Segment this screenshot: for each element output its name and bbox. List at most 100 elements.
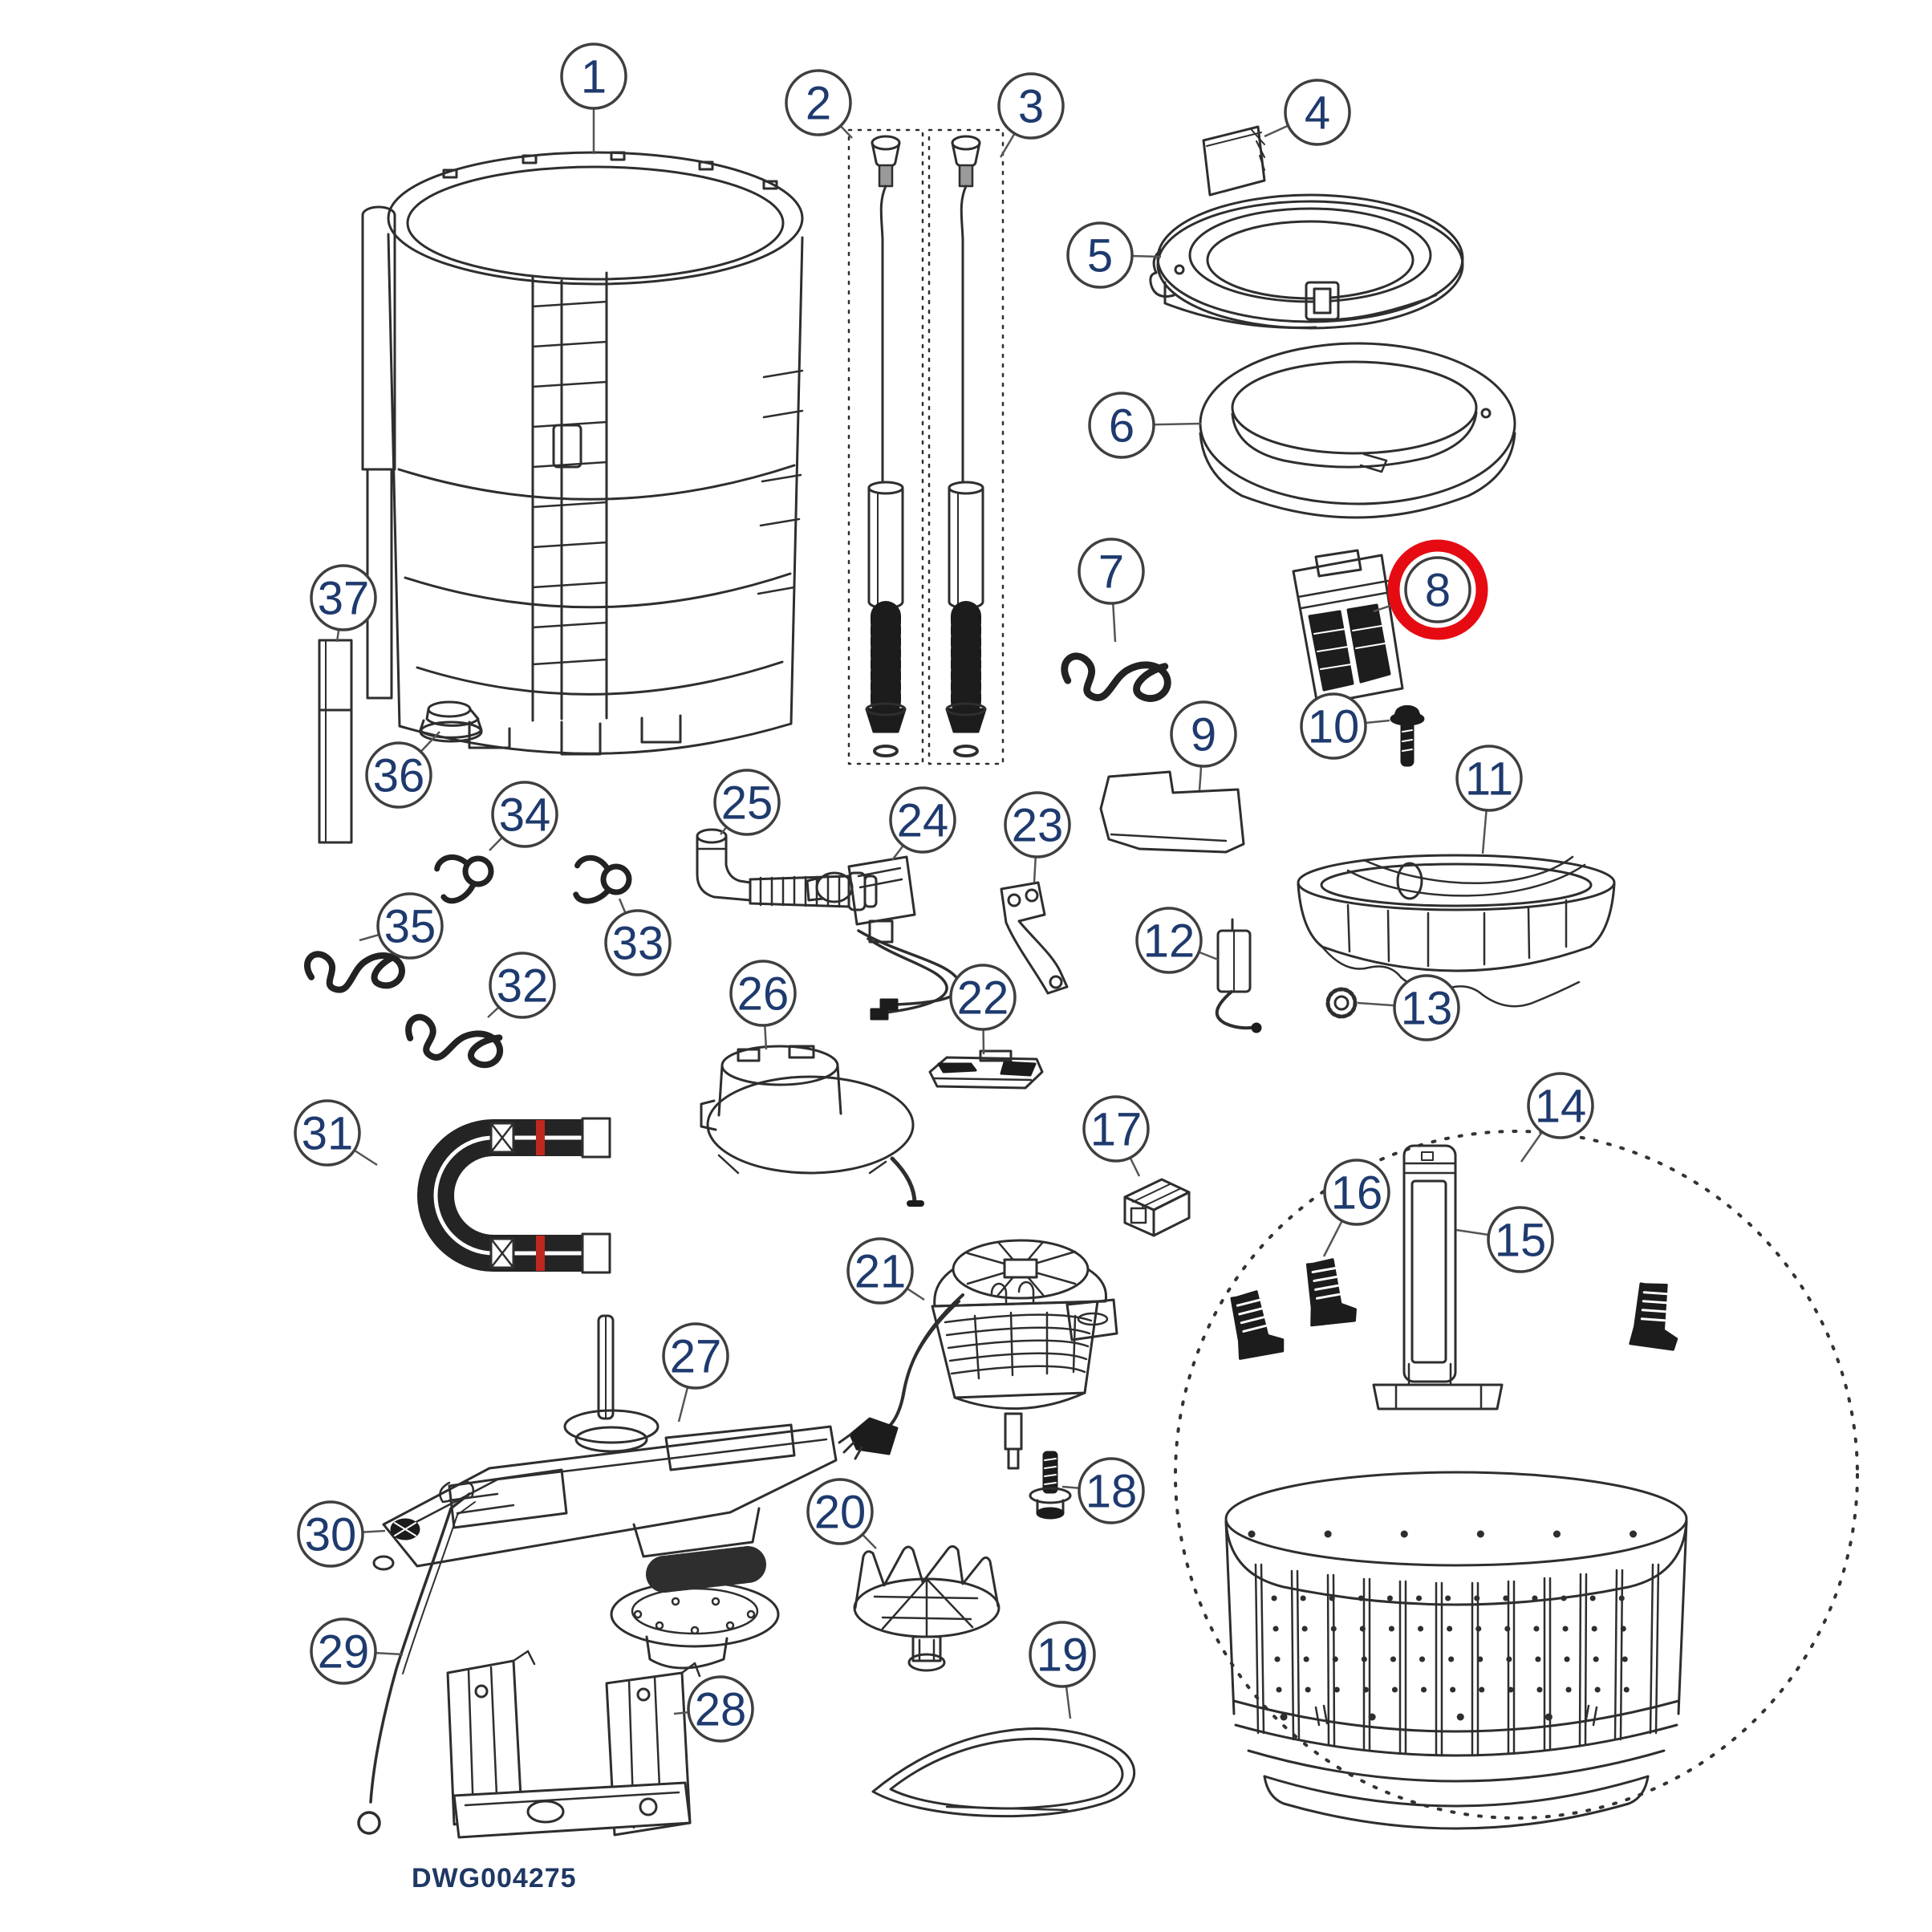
callout-11: 11 [1455, 745, 1523, 854]
callout-16: 16 [1322, 1159, 1390, 1257]
callout-37: 37 [310, 564, 377, 643]
callout-17: 17 [1082, 1095, 1150, 1177]
svg-text:35: 35 [384, 901, 436, 953]
svg-text:21: 21 [854, 1246, 907, 1298]
callout-24: 24 [889, 786, 956, 861]
part-35-wire-clip [306, 946, 404, 994]
callout-30: 30 [297, 1500, 386, 1568]
part-20-cooling-fan [853, 1544, 1000, 1672]
svg-text:12: 12 [1143, 915, 1195, 968]
part-15-drive-block [1372, 1144, 1504, 1410]
callout-28: 28 [673, 1675, 754, 1743]
svg-text:5: 5 [1087, 230, 1113, 282]
callout-19: 19 [1029, 1621, 1096, 1719]
callout-33: 33 [604, 898, 672, 976]
svg-text:6: 6 [1109, 400, 1134, 453]
part-1-outer-tub [361, 151, 804, 756]
part-8-lint-filter [1292, 549, 1404, 706]
part-26-drain-pump [700, 1045, 924, 1207]
part-31-drain-hose [417, 1117, 611, 1274]
svg-text:36: 36 [373, 750, 425, 802]
svg-text:3: 3 [1018, 81, 1044, 133]
svg-text:29: 29 [318, 1626, 370, 1678]
svg-text:11: 11 [1465, 753, 1513, 806]
part-25-fill-hose [696, 828, 878, 911]
part-11-pulsator-base [1297, 854, 1616, 1008]
part-14-basket-assembly-boundary [1174, 1130, 1859, 1820]
svg-text:1: 1 [581, 51, 607, 104]
svg-text:16: 16 [1331, 1167, 1383, 1220]
part-34-hose-clamp [436, 850, 495, 903]
svg-text:13: 13 [1401, 983, 1453, 1035]
svg-text:15: 15 [1495, 1215, 1547, 1267]
callout-9: 9 [1170, 700, 1237, 791]
callout-18: 18 [1061, 1457, 1145, 1524]
part-6-balance-ring [1199, 342, 1516, 519]
part-33-hose-clamp [574, 857, 631, 906]
callout-3: 3 [997, 72, 1065, 158]
svg-text:19: 19 [1037, 1630, 1089, 1682]
callout-20: 20 [806, 1478, 877, 1549]
callout-15: 15 [1455, 1206, 1554, 1273]
svg-text:32: 32 [497, 960, 549, 1013]
part-28-motor-bracket [446, 1650, 701, 1839]
callout-22: 22 [949, 964, 1017, 1055]
svg-text:22: 22 [957, 972, 1009, 1025]
spin-basket [1224, 1471, 1688, 1830]
callout-14: 14 [1520, 1072, 1594, 1163]
callout-34: 34 [489, 781, 558, 851]
svg-text:26: 26 [737, 968, 789, 1021]
svg-text:31: 31 [302, 1108, 354, 1160]
part-10-screw [1390, 704, 1425, 767]
callout-23: 23 [1004, 791, 1071, 883]
svg-text:24: 24 [897, 795, 949, 847]
part-2-suspension-rod [847, 130, 924, 764]
callout-1: 1 [560, 43, 627, 154]
svg-text:10: 10 [1308, 701, 1360, 753]
callout-29: 29 [310, 1617, 404, 1685]
part-9-bracket [1099, 770, 1245, 854]
part-16-basket-clips [1229, 1256, 1687, 1360]
callout-7: 7 [1078, 538, 1145, 643]
svg-text:4: 4 [1305, 87, 1330, 140]
svg-text:7: 7 [1098, 546, 1124, 599]
svg-text:9: 9 [1191, 709, 1216, 761]
svg-text:2: 2 [806, 78, 831, 130]
part-17-noise-filter [1123, 1178, 1191, 1237]
part-3-suspension-rod [927, 130, 1005, 764]
part-5-tub-cover [1149, 193, 1464, 330]
part-22-slider-plate [928, 1049, 1044, 1090]
svg-text:28: 28 [695, 1684, 747, 1736]
callout-36: 36 [365, 731, 440, 809]
svg-text:33: 33 [612, 918, 664, 970]
svg-text:37: 37 [318, 573, 370, 625]
part-12-lid-switch [1215, 918, 1262, 1033]
callout-5: 5 [1066, 221, 1162, 289]
callout-35: 35 [359, 892, 444, 960]
callout-31: 31 [294, 1099, 378, 1167]
callout-27: 27 [662, 1322, 729, 1423]
callout-8: 8 [1373, 539, 1488, 640]
callout-6: 6 [1088, 392, 1202, 459]
part-7-wire-clip [1065, 656, 1168, 699]
part-36-pressure-dome [419, 700, 483, 743]
part-13-nut [1325, 987, 1358, 1019]
drawing-number: DWG004275 [412, 1863, 577, 1893]
part-27-gearcase [382, 1314, 838, 1670]
callout-12: 12 [1135, 907, 1219, 974]
svg-text:20: 20 [814, 1487, 867, 1539]
svg-text:23: 23 [1012, 800, 1064, 852]
callout-21: 21 [846, 1237, 925, 1305]
callout-26: 26 [729, 960, 797, 1050]
callout-2: 2 [785, 69, 853, 139]
part-37-tube [318, 639, 353, 844]
callout-25: 25 [713, 769, 781, 836]
part-21-drive-motor [838, 1239, 1118, 1470]
svg-text:30: 30 [305, 1509, 357, 1561]
part-19-drive-belt [871, 1727, 1136, 1818]
part-18-motor-bolt [1029, 1451, 1072, 1520]
part-4-damper-pad [1202, 125, 1266, 197]
